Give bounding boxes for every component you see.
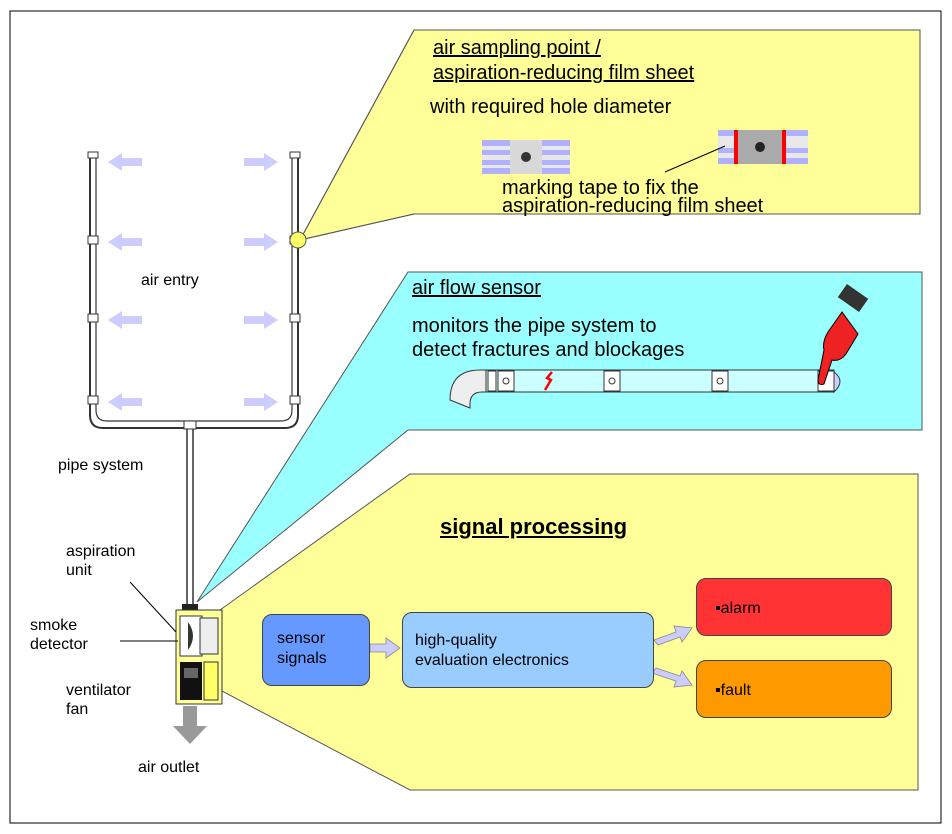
flow-sensor-title: air flow sensor bbox=[412, 277, 541, 299]
tape-note-line2: aspiration-reducing film sheet bbox=[502, 195, 764, 217]
signal-arrow-alarm bbox=[653, 625, 693, 646]
film-sheet-plain bbox=[482, 140, 570, 174]
flow-desc-line1: monitors the pipe system to bbox=[412, 315, 657, 337]
signal-arrow-1 bbox=[369, 637, 401, 659]
sampling-subtitle: with required hole diameter bbox=[430, 96, 672, 118]
fault-label: ▪fault bbox=[715, 682, 751, 699]
sensor-signals-line1: sensor bbox=[277, 630, 326, 647]
evaluation-line1: high-quality bbox=[415, 632, 497, 649]
signal-processing-title: signal processing bbox=[440, 514, 628, 539]
aspiration-unit-drawing bbox=[175, 604, 223, 705]
sensor-signals-box: sensor signals bbox=[262, 614, 370, 686]
alarm-box: ▪alarm bbox=[696, 578, 892, 636]
air-entry-arrows bbox=[108, 153, 278, 411]
tape-note-line1: marking tape to fix the bbox=[502, 177, 699, 199]
fault-box: ▪fault bbox=[696, 660, 892, 718]
alarm-label: ▪alarm bbox=[715, 600, 761, 617]
sampling-title-line2: aspiration-reducing film sheet bbox=[433, 62, 695, 84]
aspiration-unit-label-line1: aspiration bbox=[66, 543, 136, 560]
aspiration-unit-label-line2: unit bbox=[66, 562, 92, 579]
sampling-title-line1: air sampling point / bbox=[433, 37, 601, 59]
ventilator-fan-label-line2: fan bbox=[66, 701, 89, 718]
evaluation-electronics-box: high-quality evaluation electronics bbox=[402, 612, 654, 688]
flow-desc-line2: detect fractures and blockages bbox=[412, 339, 685, 361]
sampling-point-highlight bbox=[289, 231, 307, 249]
diagram-frame bbox=[9, 10, 942, 824]
air-outlet-label: air outlet bbox=[138, 759, 200, 776]
air-entry-label: air entry bbox=[141, 272, 199, 289]
evaluation-line2: evaluation electronics bbox=[415, 652, 569, 669]
flow-callout-bubble bbox=[196, 271, 923, 603]
sensor-signals-line2: signals bbox=[277, 650, 327, 667]
smoke-detector-label-line1: smoke bbox=[30, 617, 78, 634]
ventilator-fan-label-line1: ventilator bbox=[66, 682, 131, 699]
pipe-system-label: pipe system bbox=[58, 457, 144, 474]
pointing-hand-icon bbox=[817, 283, 869, 385]
flow-pipe-drawing bbox=[449, 369, 841, 409]
film-sheet-taped bbox=[718, 130, 808, 164]
smoke-detector-label-line2: detector bbox=[30, 636, 88, 653]
signal-arrow-fault bbox=[651, 667, 693, 688]
air-outlet-arrow bbox=[173, 706, 207, 744]
